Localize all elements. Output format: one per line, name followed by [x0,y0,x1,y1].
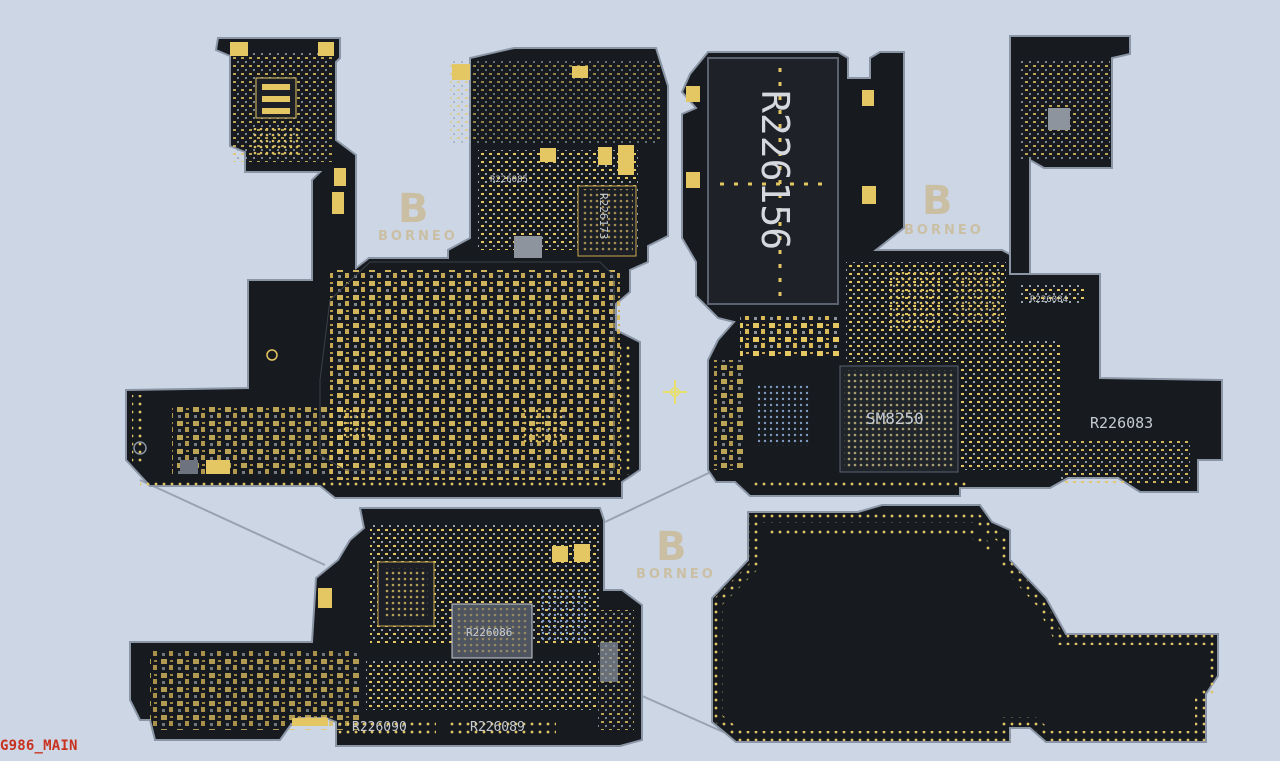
board-top-left[interactable]: R226173 R226085 BORNEO B [125,37,669,499]
r226083-label: R226083 [1090,414,1153,432]
r226090-label: R226090 [352,720,407,735]
crosshair-icon [663,380,687,404]
borneo-logo-icon: B [656,524,687,570]
borneo-logo-icon: B [398,186,429,232]
board-bottom-right[interactable] [711,504,1219,743]
r226173-label: R226173 [597,193,610,239]
shield-r226156[interactable] [707,57,839,305]
r226084-label: R226084 [1030,295,1068,305]
r226089-label: R226089 [470,720,525,735]
r226085-label: R226085 [490,175,528,185]
board-bottom-left[interactable]: R226086 R226090 R226089 BORNEO B [129,507,716,747]
borneo-logo-icon: B [922,178,953,224]
r226086-label: R226086 [466,626,512,639]
link-line [639,694,731,736]
watermark-text: BORNEO [904,223,984,238]
r226156-label: R226156 [753,90,797,250]
connector-lines [139,469,731,736]
board-name-label: G986_MAIN [0,738,78,754]
board-top-right[interactable]: R226156 SM8250 R226083 R226084 BORNEO B [680,35,1223,497]
watermark-text: BORNEO [636,567,716,582]
link-line [139,479,326,566]
link-line [604,469,716,523]
cpu-label: SM8250 [866,409,924,428]
watermark-text: BORNEO [378,229,458,244]
